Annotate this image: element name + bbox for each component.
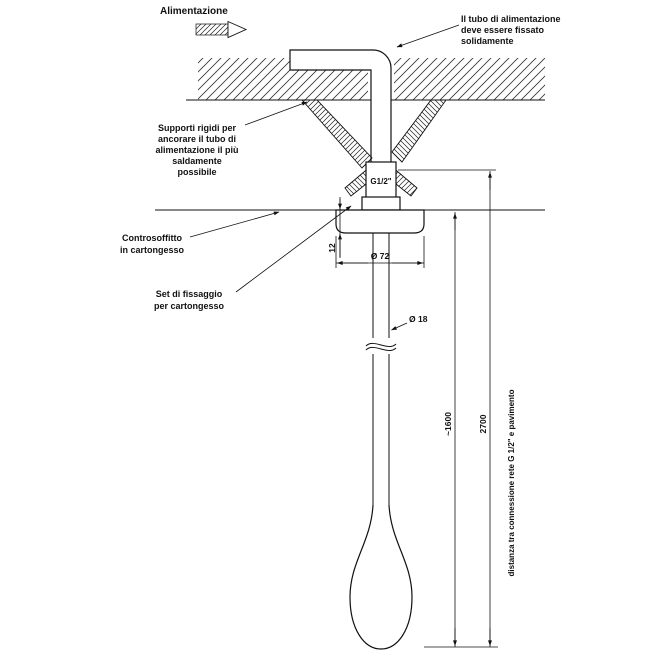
- anchor-strut-right: [391, 99, 447, 163]
- svg-text:Ø 18: Ø 18: [409, 314, 428, 324]
- dim-pipe-diameter: Ø 18: [391, 314, 428, 331]
- spout-pipe: [372, 233, 390, 505]
- spout-drop: [349, 504, 413, 650]
- svg-text:~1600: ~1600: [443, 412, 453, 436]
- svg-text:Controsoffitto: Controsoffitto: [122, 233, 182, 243]
- svg-text:deve essere fissato: deve essere fissato: [461, 25, 545, 35]
- fixing-note: Set di fissaggio per cartongesso: [154, 289, 225, 311]
- pipe-break: [365, 342, 397, 352]
- svg-text:solidamente: solidamente: [461, 36, 514, 46]
- svg-text:ancorare il tubo di: ancorare il tubo di: [158, 134, 236, 144]
- supports-note: Supporti rigidi per ancorare il tubo di …: [155, 123, 238, 177]
- distance-caption: distanza tra connessione rete G 1/2" e p…: [507, 389, 516, 576]
- anchor-strut-left: [301, 99, 373, 169]
- svg-text:per cartongesso: per cartongesso: [154, 301, 225, 311]
- ceiling-plate: [335, 209, 425, 234]
- collar: [361, 196, 401, 211]
- leader-supports-note: [244, 101, 308, 126]
- leader-fixing-note: [235, 205, 352, 293]
- svg-text:saldamente: saldamente: [172, 156, 222, 166]
- dim-plate-diameter: Ø 72: [335, 236, 425, 268]
- ceiling-note: Controsoffitto in cartongesso: [120, 233, 185, 255]
- flow-arrow-icon: [195, 20, 248, 39]
- thread-size-label: G1/2": [370, 177, 391, 186]
- leader-supply-note: [396, 24, 460, 48]
- leader-ceiling-note: [189, 211, 280, 238]
- svg-text:12: 12: [327, 243, 337, 253]
- dim-height-spout: ~1600: [443, 212, 457, 647]
- svg-text:alimentazione il più: alimentazione il più: [155, 145, 238, 155]
- dim-plate-thickness: 12: [327, 197, 342, 258]
- dim-height-connection: 2700: [398, 169, 498, 648]
- svg-text:Set di fissaggio: Set di fissaggio: [156, 289, 223, 299]
- alimentazione-label: Alimentazione: [160, 6, 228, 17]
- svg-text:2700: 2700: [478, 414, 488, 433]
- svg-text:Il tubo di alimentazione: Il tubo di alimentazione: [461, 14, 561, 24]
- svg-text:possibile: possibile: [177, 167, 216, 177]
- svg-text:Supporti rigidi per: Supporti rigidi per: [158, 123, 236, 133]
- svg-text:in cartongesso: in cartongesso: [120, 245, 185, 255]
- supply-note: Il tubo di alimentazione deve essere fis…: [461, 14, 561, 46]
- svg-text:Ø 72: Ø 72: [371, 251, 390, 261]
